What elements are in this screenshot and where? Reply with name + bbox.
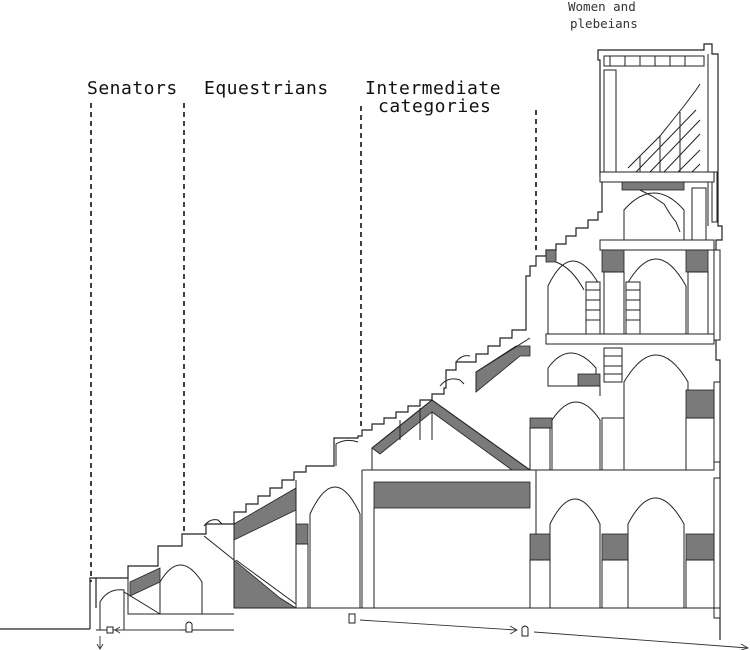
intermediate-vaults bbox=[371, 337, 532, 471]
ground-arcade-outer bbox=[529, 470, 720, 609]
marker-door-2 bbox=[521, 625, 529, 637]
attic-floor bbox=[599, 171, 715, 183]
attic-top-beam bbox=[603, 55, 705, 67]
label-women-plebeians-line2: plebeians bbox=[570, 16, 638, 31]
label-intermediate-line2: categories bbox=[378, 96, 491, 117]
marker-door-1 bbox=[185, 621, 193, 633]
label-equestrians: Equestrians bbox=[204, 78, 329, 99]
marker-box-1 bbox=[106, 626, 114, 634]
level-3-arcade bbox=[545, 249, 715, 345]
senators-podium-vault bbox=[96, 535, 235, 631]
outer-pilaster-1 bbox=[713, 477, 721, 619]
top-stairs bbox=[627, 83, 701, 173]
inner-corridor bbox=[295, 469, 536, 609]
railing-ornaments bbox=[203, 355, 471, 527]
attic-column bbox=[603, 69, 617, 173]
upper-arcade-level-4 bbox=[599, 181, 715, 251]
outer-pilaster-2 bbox=[713, 381, 721, 463]
level-2-arcade bbox=[529, 347, 715, 471]
marker-box-2 bbox=[348, 613, 356, 624]
outer-pilaster-3 bbox=[713, 249, 721, 341]
equestrian-vaults bbox=[233, 480, 310, 609]
label-intermediate-line1: Intermediate bbox=[365, 78, 501, 99]
label-women-plebeians-line1: Women and bbox=[568, 0, 636, 14]
podium-wall bbox=[89, 577, 97, 629]
bottom-annotations bbox=[96, 613, 750, 650]
label-senators: Senators bbox=[87, 78, 178, 99]
